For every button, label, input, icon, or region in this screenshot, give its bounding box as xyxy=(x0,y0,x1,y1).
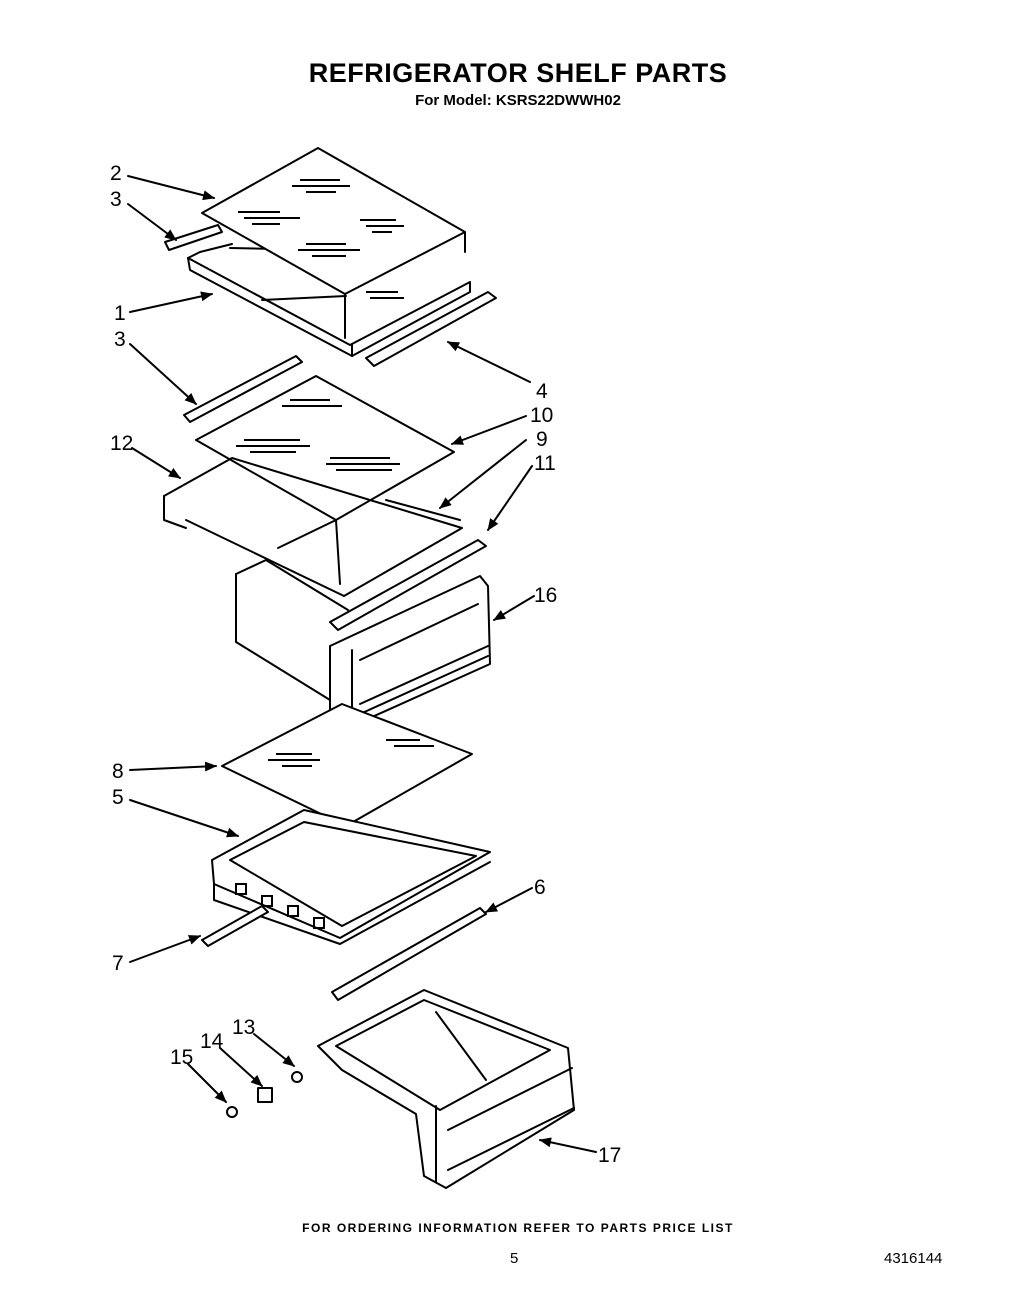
page-title: REFRIGERATOR SHELF PARTS xyxy=(308,58,728,88)
callout-7: 7 xyxy=(112,952,124,975)
callout-3: 3 xyxy=(110,188,122,211)
screw-15 xyxy=(226,1106,238,1118)
glass-shelf-2 xyxy=(201,147,466,295)
lower-crisper-frame-assembly xyxy=(201,703,491,1001)
callout-5: 5 xyxy=(112,786,124,809)
callout-15: 15 xyxy=(170,1046,193,1069)
model-subtitle: For Model: KSRS22DWWH02 xyxy=(415,92,621,109)
callout-8: 8 xyxy=(112,760,124,783)
callout-leaders xyxy=(127,175,597,1153)
callout-14: 14 xyxy=(200,1030,224,1053)
frame-5 xyxy=(211,809,491,939)
glass-reflection-marks xyxy=(238,179,404,299)
callout-12: 12 xyxy=(110,432,133,455)
crisper-drawer-16 xyxy=(235,559,349,611)
pin-13 xyxy=(291,1071,303,1083)
callout-2: 2 xyxy=(110,162,122,185)
callout-3: 3 xyxy=(114,328,126,351)
rail-7 xyxy=(201,905,269,947)
callout-4: 4 xyxy=(536,380,548,403)
trim-3-top xyxy=(164,224,223,251)
callout-1: 1 xyxy=(114,302,126,325)
trim-3-middle xyxy=(183,355,303,423)
rail-11 xyxy=(329,539,487,631)
ordering-info-note: FOR ORDERING INFORMATION REFER TO PARTS … xyxy=(302,1221,734,1235)
callout-16: 16 xyxy=(534,584,557,607)
callout-6: 6 xyxy=(534,876,546,899)
crisper-cover-assembly xyxy=(163,355,491,727)
top-shelf-assembly xyxy=(164,147,497,367)
document-number: 4316144 xyxy=(884,1250,943,1267)
callout-10: 10 xyxy=(530,404,553,427)
pan-drawer-assembly xyxy=(226,989,575,1189)
callout-13: 13 xyxy=(232,1016,255,1039)
callout-9: 9 xyxy=(536,428,548,451)
trim-4 xyxy=(365,291,497,367)
page-number: 5 xyxy=(510,1250,519,1267)
glass-panel-10 xyxy=(195,375,455,521)
spacer-14 xyxy=(257,1087,273,1103)
callout-11: 11 xyxy=(534,452,556,475)
rail-6 xyxy=(331,907,487,1001)
callout-17: 17 xyxy=(598,1144,621,1167)
glass-panel-8 xyxy=(221,703,473,827)
callout-labels: 2 3 1 3 4 10 12 9 11 16 8 5 6 7 13 14 15… xyxy=(110,162,621,1167)
pan-drawer-17 xyxy=(317,989,575,1189)
